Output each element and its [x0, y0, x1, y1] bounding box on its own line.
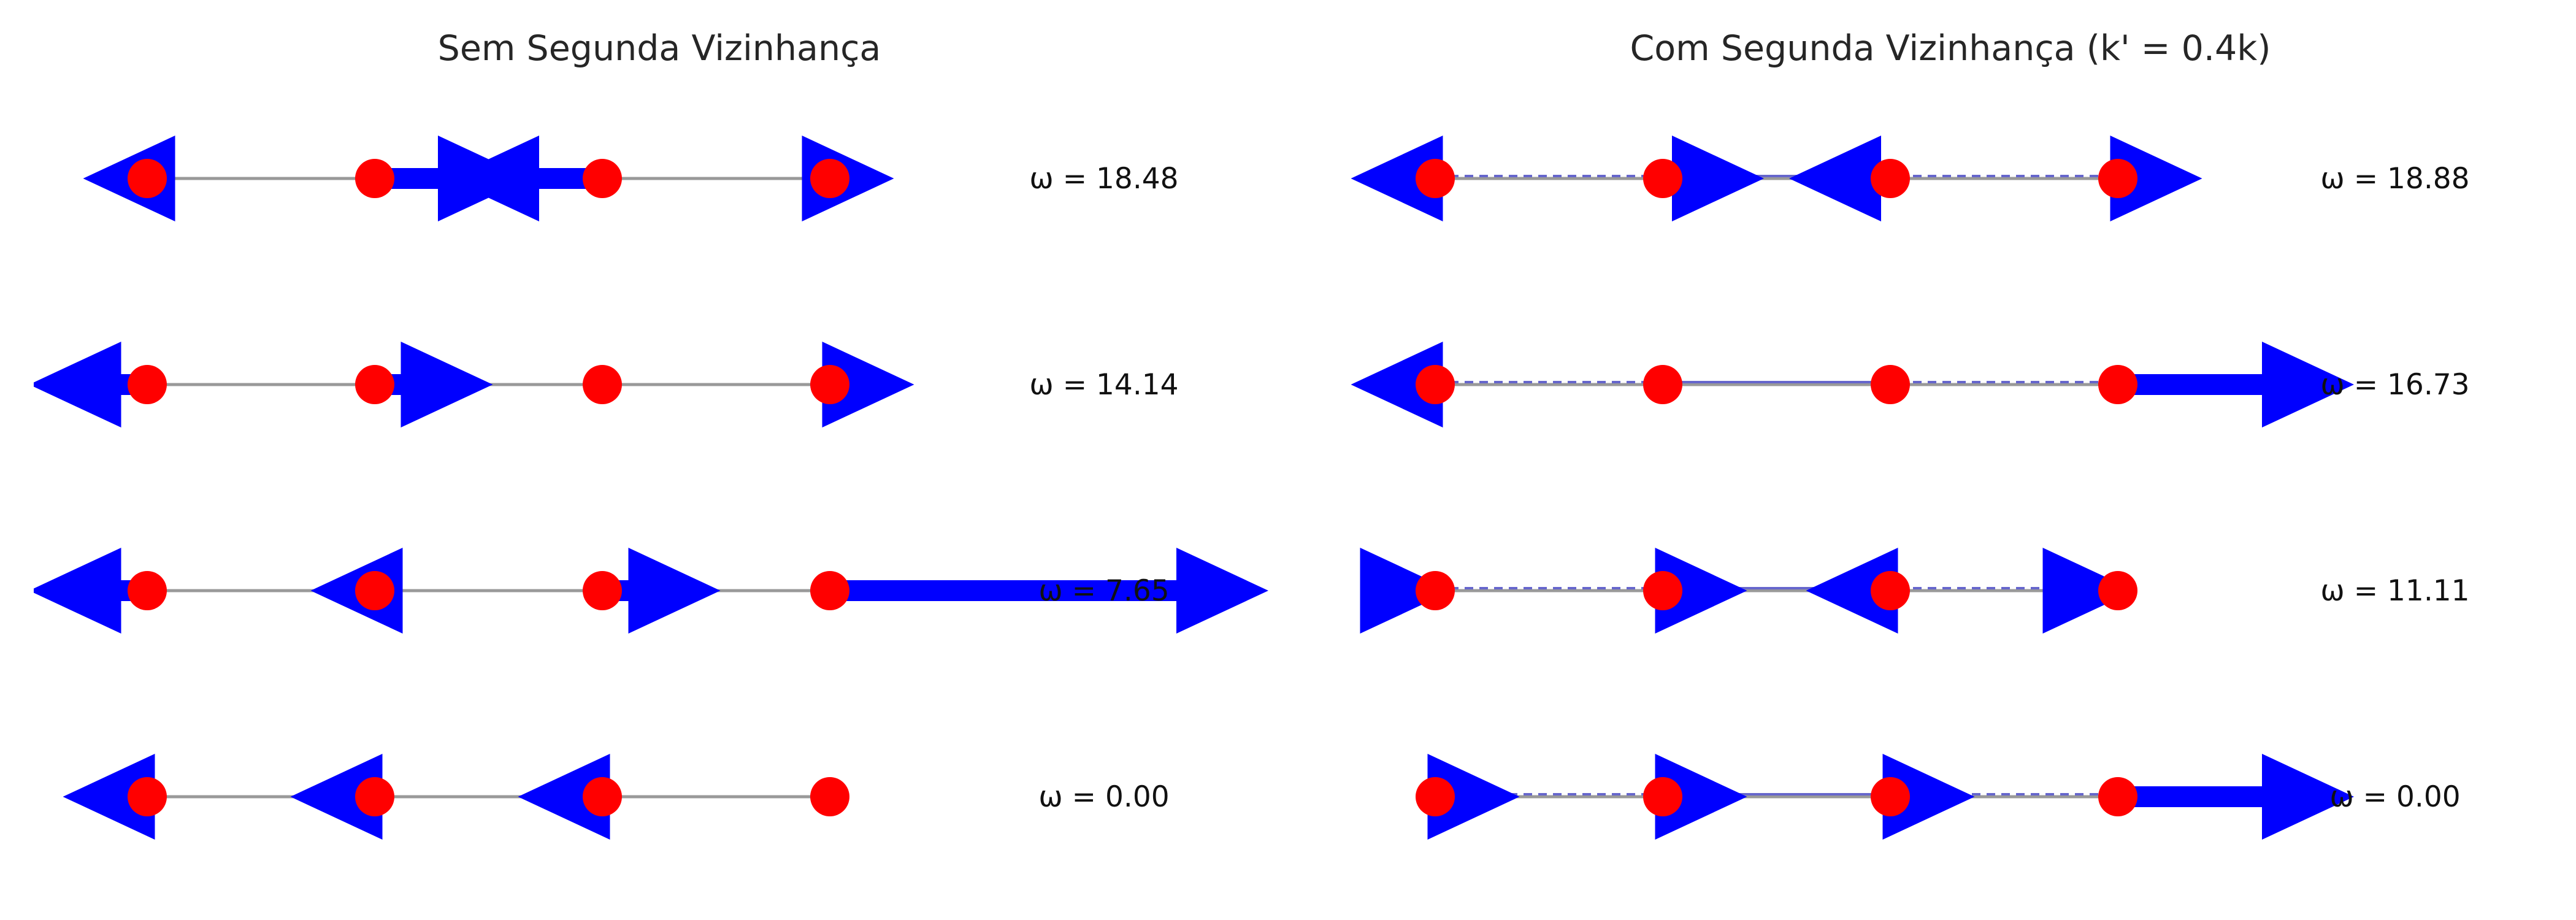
omega-label-1: ω = 18.88	[2320, 162, 2469, 196]
mass-1	[128, 777, 167, 816]
mass-1	[128, 571, 167, 610]
displacement-arrow-2-head	[1672, 136, 1764, 221]
mass-3	[583, 365, 622, 404]
mass-3	[1871, 365, 1910, 404]
mode-row-1	[1351, 136, 2202, 221]
mass-2	[355, 365, 394, 404]
displacement-arrow-2-head	[1655, 548, 1747, 634]
displacement-arrow-2-head	[290, 754, 383, 840]
mass-3	[1871, 159, 1910, 198]
displacement-arrow-3-head	[447, 136, 539, 221]
mode-row-2	[34, 342, 914, 427]
mass-4	[810, 571, 849, 610]
right-panel: ω = 18.88 ω = 16.73 ω = 11.11 ω = 0.00	[1351, 136, 2470, 840]
mass-2	[1643, 365, 1682, 404]
mass-4	[2098, 571, 2137, 610]
mass-2	[355, 571, 394, 610]
displacement-arrow-2-head	[1655, 754, 1747, 840]
displacement-arrow-4	[2118, 754, 2354, 840]
mass-4	[2098, 159, 2137, 198]
mode-row-2	[1351, 342, 2354, 427]
displacement-arrow-4	[830, 548, 1268, 634]
mass-3	[583, 159, 622, 198]
mode-row-3	[34, 548, 1268, 634]
mass-1	[128, 159, 167, 198]
mode-row-4	[1416, 754, 2354, 840]
mass-2	[1643, 159, 1682, 198]
displacement-arrow-4-head	[2262, 754, 2354, 840]
omega-label-3: ω = 11.11	[2320, 574, 2469, 608]
displacement-arrow-1-head	[1360, 548, 1452, 634]
mass-4	[810, 365, 849, 404]
mass-1	[1416, 777, 1455, 816]
mass-1	[128, 365, 167, 404]
displacement-arrow-1-head	[1427, 754, 1520, 840]
displacement-arrow-1-head	[63, 754, 155, 840]
omega-label-2: ω = 16.73	[2320, 368, 2469, 402]
displacement-arrow-1-head	[34, 342, 121, 427]
displacement-arrow-3-head	[518, 754, 610, 840]
displacement-arrow-3-head	[1789, 136, 1881, 221]
displacement-arrow-4-head	[2042, 548, 2135, 634]
mass-4	[810, 777, 849, 816]
mass-3	[583, 777, 622, 816]
mass-1	[1416, 159, 1455, 198]
displacement-arrow-4-head	[2110, 136, 2202, 221]
left-panel: ω = 18.48 ω = 14.14 ω = 7.65 ω = 0.00	[34, 136, 1268, 840]
omega-label-2: ω = 14.14	[1029, 368, 1178, 402]
displacement-arrow-4-head	[822, 342, 914, 427]
mass-3	[1871, 777, 1910, 816]
displacement-arrow-4	[2118, 342, 2354, 427]
displacement-arrow-4-head	[1176, 548, 1268, 634]
mass-3	[1871, 571, 1910, 610]
omega-label-4: ω = 0.00	[2329, 780, 2460, 814]
mass-4	[2098, 777, 2137, 816]
mass-3	[583, 571, 622, 610]
omega-label-4: ω = 0.00	[1038, 780, 1169, 814]
mass-2	[355, 159, 394, 198]
displacement-arrow-3	[447, 136, 602, 221]
mass-1	[1416, 571, 1455, 610]
displacement-arrow-1-head	[1351, 136, 1443, 221]
displacement-arrow-1-head	[1351, 342, 1443, 427]
mass-2	[1643, 777, 1682, 816]
omega-label-3: ω = 7.65	[1038, 574, 1169, 608]
mass-4	[2098, 365, 2137, 404]
right-panel-title: Com Segunda Vizinhança (k' = 0.4k)	[1630, 28, 2271, 69]
displacement-arrow-3-head	[1806, 548, 1898, 634]
mass-1	[1416, 365, 1455, 404]
mass-4	[810, 159, 849, 198]
mass-2	[355, 777, 394, 816]
left-panel-title: Sem Segunda Vizinhança	[438, 28, 881, 69]
mode-row-3	[1360, 548, 2137, 634]
omega-label-1: ω = 18.48	[1029, 162, 1178, 196]
mode-row-4	[63, 754, 849, 840]
displacement-arrow-3-head	[1882, 754, 1975, 840]
displacement-arrow-3-head	[628, 548, 721, 634]
mode-row-1	[83, 136, 894, 221]
displacement-arrow-4-head	[2262, 342, 2354, 427]
mass-2	[1643, 571, 1682, 610]
displacement-arrow-2-head	[401, 342, 493, 427]
displacement-arrow-1-head	[34, 548, 121, 634]
